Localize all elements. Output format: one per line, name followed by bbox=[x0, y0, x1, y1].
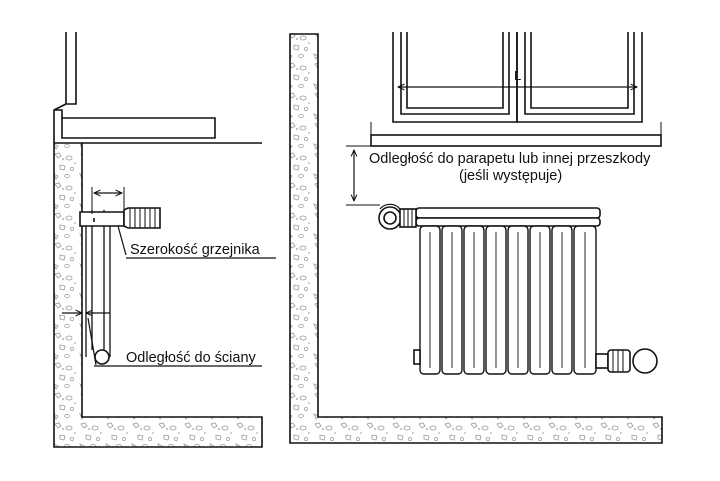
radiator-sections bbox=[419, 225, 597, 375]
right-radiator bbox=[413, 207, 601, 375]
left-thermostatic-valve bbox=[123, 207, 161, 229]
left-wall bbox=[53, 142, 263, 448]
window-width-label: L bbox=[514, 68, 521, 83]
right-thermostatic-valve bbox=[595, 348, 658, 374]
right-window bbox=[392, 32, 643, 123]
right-window-sill bbox=[370, 134, 662, 147]
wall-distance-label: Odległość do ściany bbox=[126, 350, 257, 366]
left-window-sill bbox=[61, 117, 216, 139]
parapet-distance-label-line2: (jeśli występuje) bbox=[459, 168, 562, 184]
right-panel bbox=[289, 32, 663, 444]
left-window-frame bbox=[53, 32, 77, 143]
right-top-valve bbox=[378, 203, 417, 230]
left-radiator-profile bbox=[79, 210, 125, 365]
right-wall bbox=[289, 33, 663, 444]
left-panel bbox=[53, 32, 276, 448]
radiator-width-label: Szerokość grzejnika bbox=[130, 242, 261, 258]
parapet-distance-label-line1: Odległość do parapetu lub innej przeszko… bbox=[369, 151, 651, 167]
